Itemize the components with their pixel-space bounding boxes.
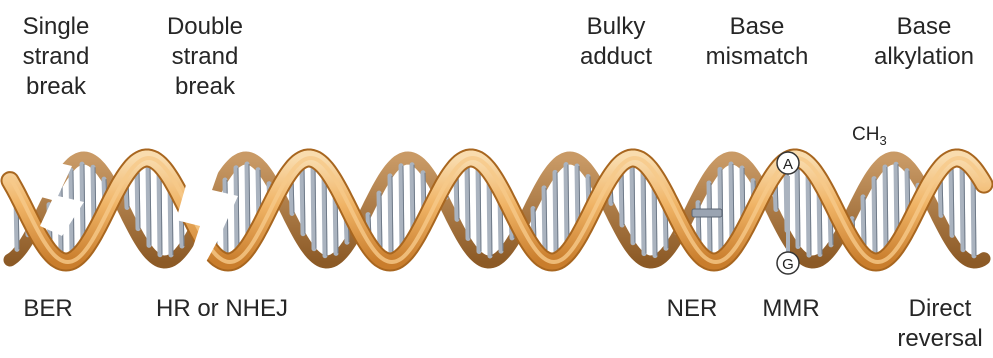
base-pair-rung	[885, 167, 886, 253]
methyl-main: CH	[852, 124, 879, 145]
label-line: HR or NHEJ	[156, 294, 288, 324]
label-line: BER	[23, 294, 72, 324]
label-ber: BER	[23, 294, 72, 324]
base-pair-rung	[962, 165, 963, 250]
base-pair-rung	[544, 188, 545, 254]
base-pair-rung	[951, 165, 952, 235]
label-hr-or-nhej: HR or NHEJ	[156, 294, 288, 324]
label-line: MMR	[762, 294, 819, 324]
base-pair-rung	[82, 164, 83, 246]
base-pair-rung	[555, 172, 556, 255]
label-ner: NER	[667, 294, 718, 324]
base-pair-rung	[973, 174, 974, 256]
methyl-subscript: 3	[879, 133, 886, 148]
label-line: reversal	[897, 324, 982, 354]
base-pair-rung	[478, 166, 479, 252]
label-line: NER	[667, 294, 718, 324]
methyl-group-label: CH3	[852, 124, 887, 148]
base-pair-rung	[236, 168, 237, 254]
base-pair-rung	[313, 165, 314, 249]
base-pair-rung	[467, 165, 468, 239]
base-pair-rung	[302, 166, 303, 234]
label-mmr: MMR	[762, 294, 819, 324]
base-pair-rung	[709, 183, 710, 255]
base-pair-rung	[874, 179, 875, 256]
base-pair-rung	[379, 193, 380, 251]
base-pair-rung	[148, 164, 149, 245]
mismatch-base-a: A	[783, 156, 793, 173]
label-direct-reversal: Direct reversal	[897, 294, 982, 354]
base-pair-rung	[137, 168, 138, 229]
base-pair-rung	[643, 168, 644, 254]
base-pair-rung	[401, 166, 402, 252]
base-pair-rung	[324, 173, 325, 256]
bulky-adduct-crosslink	[692, 209, 722, 217]
base-pair-rung	[566, 165, 567, 249]
base-pair-rung	[159, 170, 160, 255]
label-line: Direct	[897, 294, 982, 324]
base-pair-rung	[632, 164, 633, 243]
base-pair-rung	[390, 176, 391, 256]
base-pair-rung	[808, 171, 809, 256]
mismatch-base-g: G	[782, 256, 794, 273]
base-pair-rung	[797, 164, 798, 246]
